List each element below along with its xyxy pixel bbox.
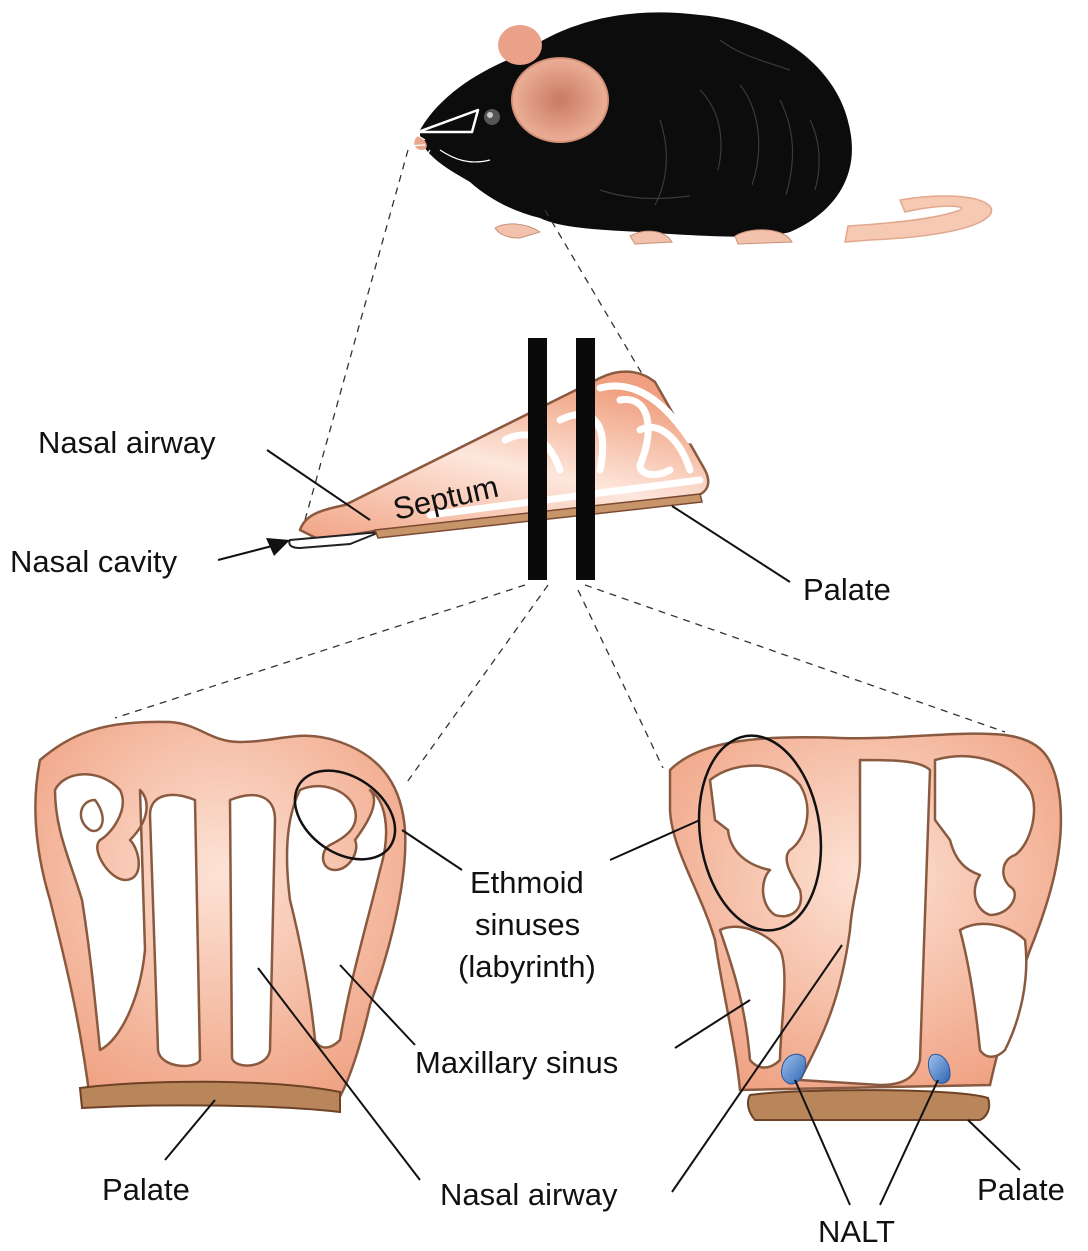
label-nasal-airway-top: Nasal airway bbox=[38, 425, 216, 460]
section-bar-icon bbox=[576, 338, 595, 580]
mouse-illustration bbox=[395, 12, 992, 244]
label-maxillary-sinus: Maxillary sinus bbox=[415, 1045, 618, 1080]
label-palate-left: Palate bbox=[102, 1172, 190, 1207]
section-bar-icon bbox=[528, 338, 547, 580]
label-nasal-airway-bottom: Nasal airway bbox=[440, 1177, 618, 1212]
label-ethmoid-2: sinuses bbox=[475, 907, 580, 942]
label-palate-right: Palate bbox=[977, 1172, 1065, 1207]
coronal-section-left bbox=[35, 722, 411, 1112]
sagittal-section: Septum bbox=[289, 338, 708, 580]
label-palate-mid: Palate bbox=[803, 572, 891, 607]
coronal-section-right bbox=[670, 728, 1061, 1120]
label-nasal-cavity: Nasal cavity bbox=[10, 544, 178, 579]
label-ethmoid-3: (labyrinth) bbox=[458, 949, 596, 984]
label-nalt: NALT bbox=[818, 1214, 895, 1249]
label-ethmoid-1: Ethmoid bbox=[470, 865, 584, 900]
